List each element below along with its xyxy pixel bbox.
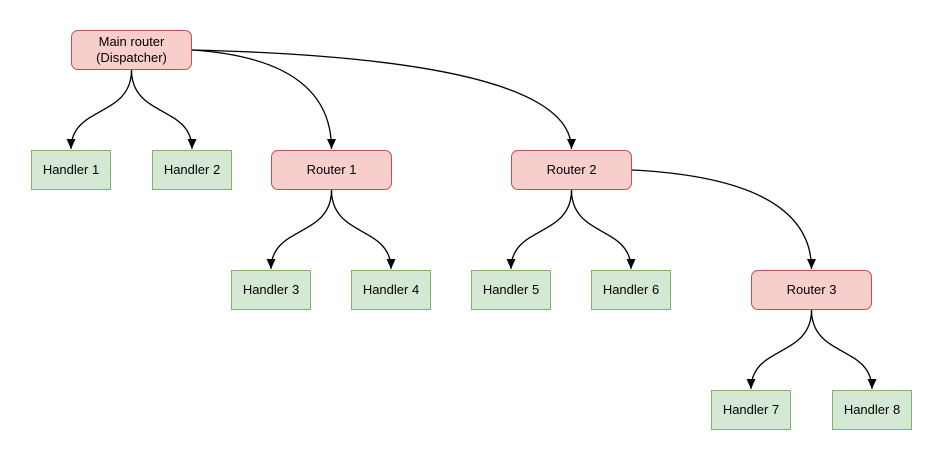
edge-r1-h4	[330, 189, 396, 270]
node-h8: Handler 8	[832, 390, 912, 430]
node-h4: Handler 4	[351, 270, 431, 310]
edge-r2-h6	[570, 189, 636, 270]
edge-r2-h5	[506, 189, 573, 270]
node-h5: Handler 5	[471, 270, 551, 310]
edge-main-r2	[191, 49, 576, 150]
node-r2: Router 2	[511, 150, 632, 190]
edge-main-r1	[191, 49, 336, 150]
node-h2: Handler 2	[152, 150, 232, 190]
node-main: Main router (Dispatcher)	[71, 30, 192, 70]
edge-r2-r3	[631, 169, 816, 270]
edge-r3-h7	[746, 309, 813, 390]
edge-r1-h3	[266, 189, 333, 270]
edge-main-h1	[66, 69, 133, 150]
edge-main-h2	[130, 69, 197, 150]
node-r1: Router 1	[271, 150, 392, 190]
edge-r3-h8	[810, 309, 877, 390]
node-r3: Router 3	[751, 270, 872, 310]
node-h7: Handler 7	[711, 390, 791, 430]
node-h1: Handler 1	[31, 150, 111, 190]
node-h3: Handler 3	[231, 270, 311, 310]
node-h6: Handler 6	[591, 270, 671, 310]
